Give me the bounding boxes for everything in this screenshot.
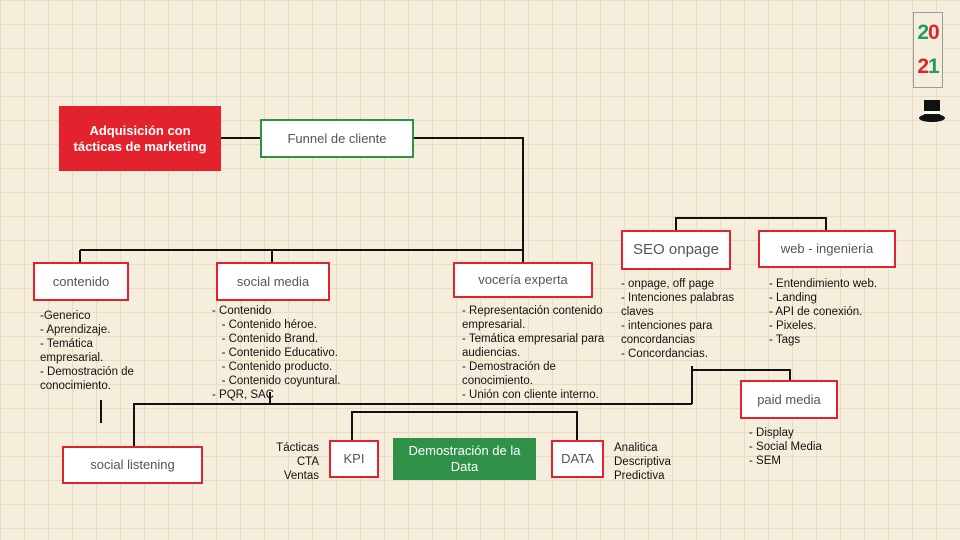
node-voceria-label: vocería experta: [478, 272, 568, 288]
list-item: audiencias.: [462, 347, 521, 359]
list-item: - Tags: [769, 334, 801, 346]
list-item: - Entendimiento web.: [769, 278, 878, 290]
node-social-media-label: social media: [236, 273, 310, 289]
list-item: - SEM: [749, 455, 781, 467]
node-funnel-label: Funnel de cliente: [287, 130, 387, 146]
year-digit: 0: [928, 21, 940, 44]
node-data-label: DATA: [561, 451, 594, 467]
node-web: web - ingeniería: [758, 230, 896, 268]
list-social-media: - Contenido - Contenido héroe. - Conteni…: [212, 304, 341, 402]
year-logo-top: 20: [917, 16, 940, 50]
list-item: - Unión con cliente interno.: [462, 389, 599, 401]
list-item: - Aprendizaje.: [40, 324, 111, 336]
list-item: - Demostración de: [462, 361, 556, 373]
year-logo: 20 21: [913, 12, 943, 88]
list-item: - PQR, SAC: [212, 389, 274, 401]
node-social-listening: social listening: [62, 446, 203, 484]
node-web-label: web - ingeniería: [780, 241, 874, 257]
list-item: - Demostración de: [40, 366, 134, 378]
list-item: - Temática empresarial para: [462, 333, 605, 345]
list-item: - Contenido: [212, 305, 272, 317]
node-seo: SEO onpage: [621, 230, 731, 270]
top-hat-icon: [919, 100, 945, 122]
list-item: Predictiva: [614, 470, 665, 482]
node-kpi: KPI: [329, 440, 379, 478]
list-item: conocimiento.: [462, 375, 533, 387]
node-contenido-label: contenido: [52, 273, 110, 289]
list-item: - Social Media: [749, 441, 822, 453]
node-kpi-label: KPI: [343, 451, 365, 467]
year-digit: 2: [917, 21, 929, 44]
list-item: claves: [621, 306, 654, 318]
list-item: - intenciones para: [621, 320, 713, 332]
list-item: - Contenido Educativo.: [212, 347, 338, 359]
list-item: - Pixeles.: [769, 320, 817, 332]
list-item: - Temática: [40, 338, 93, 350]
year-digit: 2: [917, 55, 929, 78]
node-paid-media: paid media: [740, 380, 838, 419]
list-item: Ventas: [283, 470, 319, 482]
list-contenido: -Generico - Aprendizaje. - Temática empr…: [40, 309, 134, 393]
list-item: - Contenido coyuntural.: [212, 375, 341, 387]
list-item: empresarial.: [40, 352, 104, 364]
list-voceria: - Representación contenido empresarial. …: [462, 304, 604, 402]
list-item: concordancias: [621, 334, 696, 346]
node-adquisicion: Adquisición con tácticas de marketing: [59, 106, 221, 171]
list-item: - onpage, off page: [621, 278, 715, 290]
node-data: DATA: [551, 440, 604, 478]
node-social-listening-label: social listening: [90, 457, 175, 473]
node-demostracion-label: Demostración de la Data: [408, 443, 521, 474]
list-item: - Intenciones palabras: [621, 292, 735, 304]
list-item: CTA: [296, 456, 319, 468]
node-funnel: Funnel de cliente: [260, 119, 414, 158]
list-item: - API de conexión.: [769, 306, 863, 318]
list-item: - Landing: [769, 292, 817, 304]
list-web: - Entendimiento web. - Landing - API de …: [769, 277, 877, 347]
node-voceria: vocería experta: [453, 262, 593, 298]
node-adquisicion-label: Adquisición con tácticas de marketing: [73, 122, 207, 154]
node-contenido: contenido: [33, 262, 129, 301]
list-item: empresarial.: [462, 319, 526, 331]
list-seo: - onpage, off page - Intenciones palabra…: [621, 277, 734, 361]
node-demostracion: Demostración de la Data: [393, 438, 536, 480]
list-item: - Representación contenido: [462, 305, 603, 317]
list-item: Descriptiva: [614, 456, 671, 468]
list-item: Analitica: [614, 442, 658, 454]
list-data: Analitica Descriptiva Predictiva: [614, 441, 671, 483]
list-item: - Concordancias.: [621, 348, 708, 360]
list-item: - Contenido Brand.: [212, 333, 319, 345]
list-item: - Contenido héroe.: [212, 319, 317, 331]
node-social-media: social media: [216, 262, 330, 301]
list-item: Tácticas: [276, 442, 319, 454]
year-logo-bottom: 21: [917, 50, 940, 84]
node-paid-media-label: paid media: [757, 391, 821, 407]
list-paid-media: - Display - Social Media - SEM: [749, 426, 822, 468]
list-item: conocimiento.: [40, 380, 111, 392]
list-kpi: Tácticas CTA Ventas: [258, 441, 319, 483]
year-digit: 1: [928, 55, 940, 78]
list-item: - Contenido producto.: [212, 361, 333, 373]
list-item: -Generico: [40, 310, 91, 322]
node-seo-label: SEO onpage: [633, 241, 719, 258]
list-item: - Display: [749, 427, 794, 439]
